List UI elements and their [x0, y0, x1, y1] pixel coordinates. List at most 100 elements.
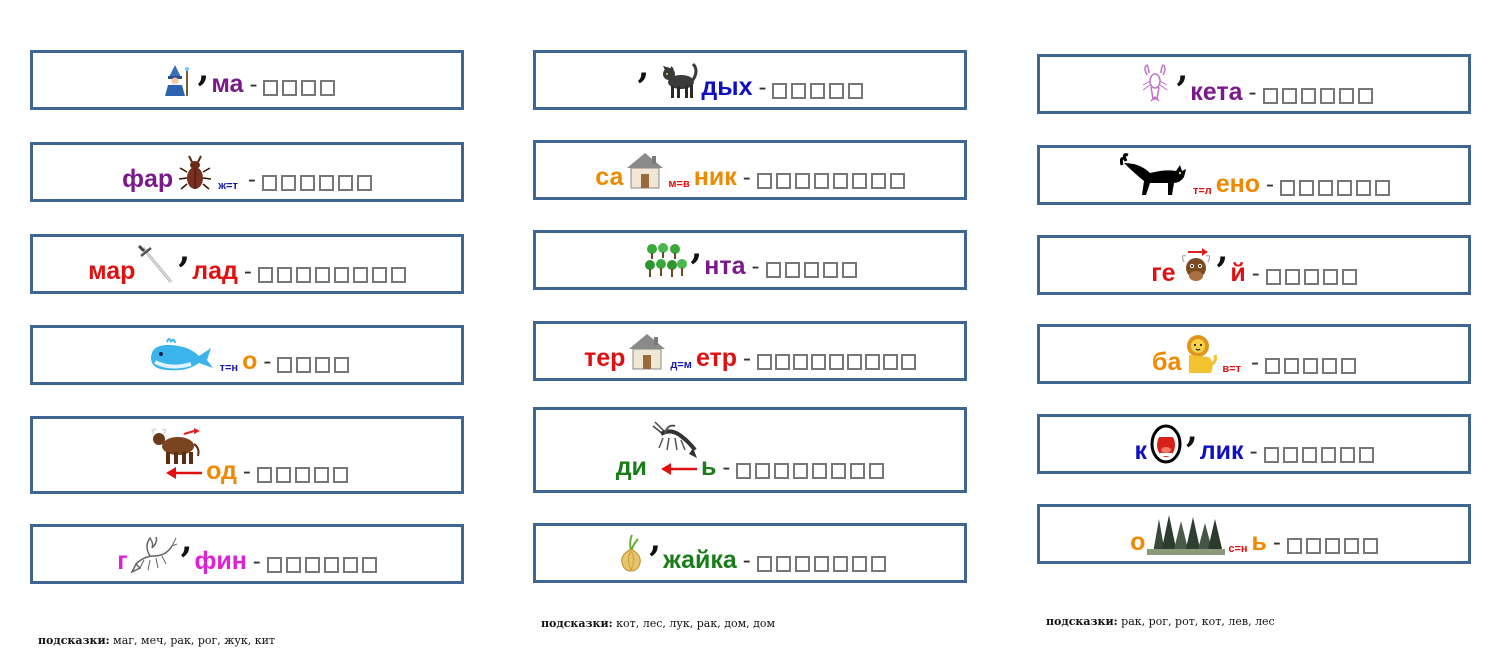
answer-box[interactable] — [1264, 358, 1280, 374]
answer-box[interactable] — [361, 557, 377, 573]
answer-box[interactable] — [352, 267, 368, 283]
answer-box[interactable] — [832, 173, 848, 189]
answer-box[interactable] — [756, 173, 772, 189]
answer-box[interactable] — [356, 175, 372, 191]
answer-box[interactable] — [870, 556, 886, 572]
answer-box[interactable] — [901, 354, 917, 370]
answer-box[interactable] — [791, 83, 807, 99]
answer-box[interactable] — [829, 354, 845, 370]
answer-box[interactable] — [1299, 180, 1315, 196]
answer-box[interactable] — [811, 354, 827, 370]
answer-box[interactable] — [276, 267, 292, 283]
answer-box[interactable] — [320, 80, 336, 96]
answer-box[interactable] — [803, 262, 819, 278]
answer-box[interactable] — [1322, 269, 1338, 285]
answer-box[interactable] — [314, 267, 330, 283]
answer-boxes[interactable] — [1263, 447, 1374, 464]
answer-box[interactable] — [390, 267, 406, 283]
answer-box[interactable] — [772, 83, 788, 99]
answer-boxes[interactable] — [277, 357, 350, 374]
answer-box[interactable] — [832, 556, 848, 572]
answer-box[interactable] — [813, 556, 829, 572]
answer-box[interactable] — [883, 354, 899, 370]
answer-box[interactable] — [1282, 447, 1298, 463]
answer-box[interactable] — [275, 467, 291, 483]
answer-box[interactable] — [736, 463, 752, 479]
answer-boxes[interactable] — [1262, 88, 1373, 105]
answer-boxes[interactable] — [1264, 358, 1356, 375]
answer-box[interactable] — [784, 262, 800, 278]
answer-box[interactable] — [282, 80, 298, 96]
answer-box[interactable] — [261, 175, 277, 191]
answer-box[interactable] — [371, 267, 387, 283]
answer-box[interactable] — [756, 556, 772, 572]
answer-box[interactable] — [313, 467, 329, 483]
answer-box[interactable] — [332, 467, 348, 483]
answer-boxes[interactable] — [257, 267, 406, 284]
answer-box[interactable] — [301, 80, 317, 96]
answer-box[interactable] — [299, 175, 315, 191]
answer-box[interactable] — [812, 463, 828, 479]
answer-boxes[interactable] — [263, 80, 336, 97]
answer-box[interactable] — [1301, 447, 1317, 463]
answer-box[interactable] — [294, 467, 310, 483]
answer-box[interactable] — [323, 557, 339, 573]
answer-box[interactable] — [1319, 88, 1335, 104]
answer-box[interactable] — [865, 354, 881, 370]
answer-box[interactable] — [285, 557, 301, 573]
answer-box[interactable] — [1300, 88, 1316, 104]
answer-box[interactable] — [831, 463, 847, 479]
answer-box[interactable] — [280, 175, 296, 191]
answer-box[interactable] — [757, 354, 773, 370]
answer-boxes[interactable] — [756, 556, 886, 573]
answer-box[interactable] — [334, 357, 350, 373]
answer-box[interactable] — [1338, 88, 1354, 104]
answer-box[interactable] — [870, 173, 886, 189]
answer-box[interactable] — [1337, 180, 1353, 196]
answer-boxes[interactable] — [772, 83, 864, 100]
answer-boxes[interactable] — [266, 557, 377, 574]
answer-box[interactable] — [1343, 538, 1359, 554]
answer-box[interactable] — [277, 357, 293, 373]
answer-box[interactable] — [850, 463, 866, 479]
answer-box[interactable] — [775, 173, 791, 189]
answer-box[interactable] — [295, 267, 311, 283]
answer-box[interactable] — [793, 354, 809, 370]
answer-box[interactable] — [333, 267, 349, 283]
answer-box[interactable] — [810, 83, 826, 99]
answer-box[interactable] — [1305, 538, 1321, 554]
answer-box[interactable] — [869, 463, 885, 479]
answer-box[interactable] — [296, 357, 312, 373]
answer-boxes[interactable] — [757, 354, 917, 371]
answer-box[interactable] — [851, 173, 867, 189]
answer-box[interactable] — [263, 80, 279, 96]
answer-box[interactable] — [889, 173, 905, 189]
answer-box[interactable] — [829, 83, 845, 99]
answer-box[interactable] — [1303, 269, 1319, 285]
answer-box[interactable] — [1262, 88, 1278, 104]
answer-box[interactable] — [1286, 538, 1302, 554]
answer-box[interactable] — [793, 463, 809, 479]
answer-box[interactable] — [304, 557, 320, 573]
answer-box[interactable] — [1362, 538, 1378, 554]
answer-box[interactable] — [822, 262, 838, 278]
answer-boxes[interactable] — [261, 175, 372, 192]
answer-box[interactable] — [1339, 447, 1355, 463]
answer-box[interactable] — [765, 262, 781, 278]
answer-box[interactable] — [266, 557, 282, 573]
answer-box[interactable] — [1280, 180, 1296, 196]
answer-boxes[interactable] — [1280, 180, 1391, 197]
answer-box[interactable] — [774, 463, 790, 479]
answer-box[interactable] — [794, 173, 810, 189]
answer-box[interactable] — [1321, 358, 1337, 374]
answer-box[interactable] — [337, 175, 353, 191]
answer-box[interactable] — [775, 556, 791, 572]
answer-box[interactable] — [1320, 447, 1336, 463]
answer-box[interactable] — [1356, 180, 1372, 196]
answer-box[interactable] — [848, 83, 864, 99]
answer-boxes[interactable] — [1265, 269, 1357, 286]
answer-box[interactable] — [1324, 538, 1340, 554]
answer-box[interactable] — [1265, 269, 1281, 285]
answer-box[interactable] — [257, 267, 273, 283]
answer-box[interactable] — [1375, 180, 1391, 196]
